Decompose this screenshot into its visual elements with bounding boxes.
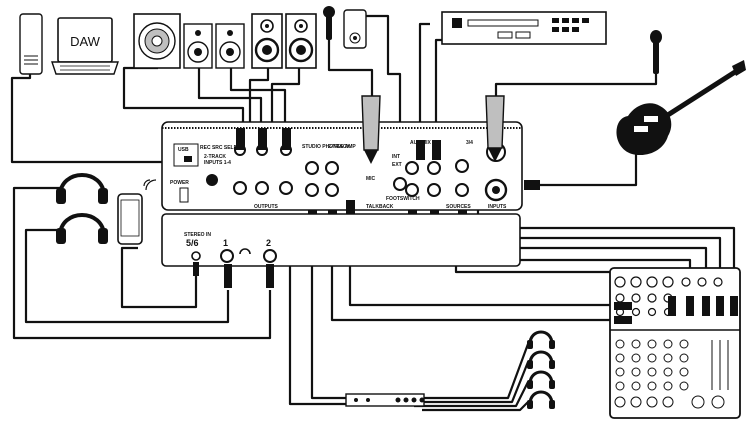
rack-processor bbox=[441, 11, 607, 45]
three-four-label: 3/4 bbox=[466, 140, 473, 146]
mic-label: MIC bbox=[366, 176, 376, 182]
cable-talkback-mic bbox=[327, 30, 374, 98]
studio-amp-jacks bbox=[305, 161, 339, 197]
power-label: POWER bbox=[170, 180, 189, 186]
usb-label: USB bbox=[178, 147, 189, 153]
cable-dist-hp4 bbox=[422, 401, 529, 412]
electric-guitar bbox=[616, 60, 746, 156]
cable-headphones-a bbox=[12, 186, 272, 340]
cable-mon3 bbox=[248, 68, 270, 132]
cable-studio-amp bbox=[310, 225, 348, 400]
cable-mic-right bbox=[494, 74, 658, 100]
cable-mon1 bbox=[197, 68, 263, 132]
subwoofer bbox=[133, 13, 181, 69]
cable-dist-out bbox=[288, 225, 348, 406]
ext-label: EXT bbox=[392, 162, 402, 168]
mic-cable-cones bbox=[361, 95, 505, 164]
cable-dist-hp2 bbox=[406, 361, 530, 404]
cable-guitar bbox=[538, 150, 638, 187]
footswitch-pedal bbox=[343, 9, 367, 49]
cable-phone bbox=[120, 246, 198, 309]
interface-rear-panel: USB REC SRC SELECT 2-TRACK INPUTS 1-4 PO… bbox=[161, 121, 523, 211]
monitor-large-1 bbox=[251, 13, 283, 69]
cable-mon2 bbox=[229, 68, 287, 132]
cable-footswitch bbox=[366, 14, 402, 170]
headphones-2 bbox=[56, 213, 108, 244]
monitor-large-2 bbox=[285, 13, 317, 69]
source-jacks bbox=[405, 159, 469, 197]
outputs-label: OUTPUTS bbox=[254, 204, 279, 210]
rec-src-option-1: 2-TRACK bbox=[204, 154, 226, 160]
vocal-microphone bbox=[650, 30, 662, 74]
cable-rack-a bbox=[418, 22, 430, 150]
talkback-section-label: TALKBACK bbox=[366, 204, 394, 210]
headphone-distribution-box bbox=[345, 393, 425, 407]
cable-usb bbox=[10, 74, 190, 164]
rec-src-label: REC SRC SELECT bbox=[200, 145, 244, 151]
mixer-meter bbox=[711, 340, 729, 390]
output-1-label: 1 bbox=[223, 238, 228, 248]
monitor-small-2 bbox=[215, 23, 245, 69]
monitor-small-1 bbox=[183, 23, 213, 69]
headphones-stack-cups bbox=[527, 340, 555, 409]
two-track-label: 2-TRACK bbox=[328, 144, 350, 150]
inputs-label: INPUTS bbox=[488, 204, 507, 210]
output-jacks bbox=[233, 144, 293, 195]
laptop-screen-text: DAW bbox=[70, 34, 101, 49]
stereo-in-number: 5/6 bbox=[186, 238, 199, 248]
cable-dist-hp3 bbox=[414, 381, 529, 408]
sources-label: SOURCES bbox=[446, 204, 471, 210]
output-2-label: 2 bbox=[266, 238, 271, 248]
headphones-stack bbox=[528, 330, 554, 405]
rec-src-option-2: INPUTS 1-4 bbox=[204, 160, 231, 166]
interface-front-panel: STEREO IN 5/6 1 2 bbox=[161, 213, 521, 288]
smartphone bbox=[117, 179, 157, 245]
computer-tower bbox=[19, 13, 43, 75]
cable-headphones-b bbox=[24, 228, 230, 324]
laptop: DAW bbox=[51, 17, 119, 75]
talkback-microphone bbox=[323, 6, 335, 40]
cable-mon4 bbox=[270, 68, 301, 132]
mixing-console bbox=[609, 267, 741, 419]
footswitch-label: FOOTSWITCH bbox=[386, 196, 420, 202]
headphones-1 bbox=[56, 173, 108, 204]
studio-phones-label: STUDIO PHONES AMP bbox=[302, 144, 356, 150]
cable-dist-hp1 bbox=[398, 343, 530, 400]
headphone-icon bbox=[239, 248, 251, 255]
stereo-in-label: STEREO IN bbox=[184, 232, 211, 238]
mixer-channel-strips bbox=[614, 339, 725, 409]
int-label: INT bbox=[392, 154, 400, 160]
